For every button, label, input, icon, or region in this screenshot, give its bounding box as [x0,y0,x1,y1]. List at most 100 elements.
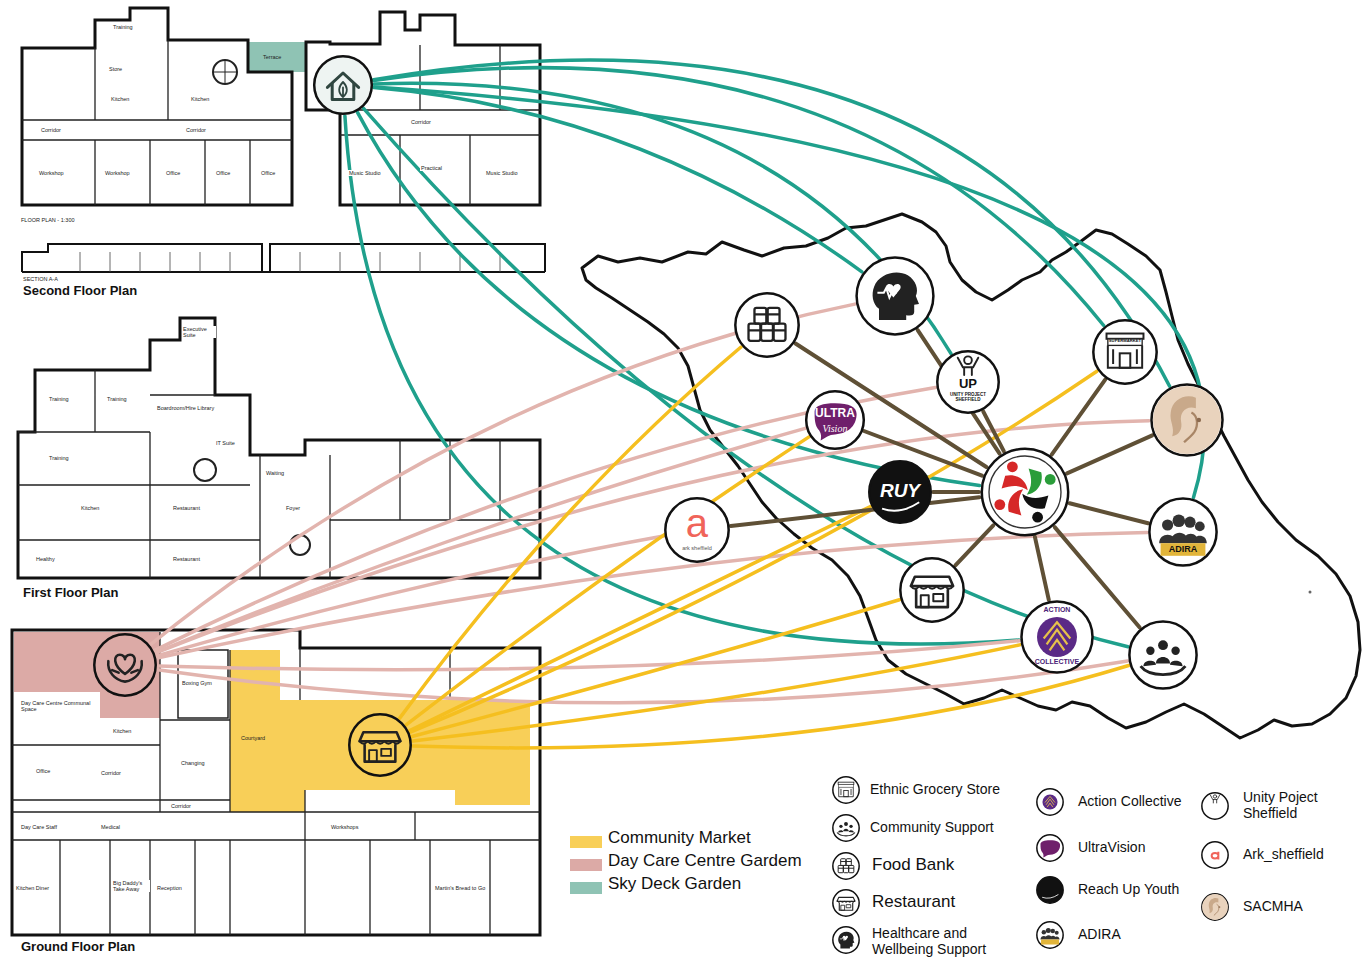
node-circle-part [665,498,728,561]
node-text: RUY [874,481,925,501]
node-circle-part-part [1143,657,1182,666]
legend-text: Unity Poject Sheffield [1243,789,1343,821]
room-label: Workshop [104,170,131,176]
spiral-stair [194,459,216,481]
node-circle-part [882,502,919,511]
node-circle-part-part [1008,489,1023,515]
day-care-garden-node [93,633,157,697]
legend-icon-part [1037,789,1063,815]
room-label: Courtyard [240,735,266,741]
spiral-stair [213,60,237,84]
node-circle-part-part [381,749,391,756]
room-label: SECTION A-A [22,276,59,282]
node-circle-part [911,577,953,607]
legend-icon-part-part [843,865,848,872]
room-label: Office [260,170,276,176]
legend-icon-part [837,897,855,910]
first-floor-plan [18,318,540,578]
legend-icon-part [1211,795,1220,803]
legend-icon-part [1037,877,1063,903]
node-text: ULTRA [813,407,856,420]
node-circle-part [994,489,1023,515]
interior-walls [22,40,540,205]
node-circle-part [108,655,142,682]
node-text: ADIRA [1162,545,1204,554]
room-label: Training [48,455,70,461]
room-label: Kitchen [110,96,130,102]
legend-icon-part-part [839,825,842,828]
room-label: Practical [420,165,443,171]
room-label: Kitchen [80,505,100,511]
room-label: Store [108,66,123,72]
connector-line [374,88,862,272]
node-circle-part [1141,666,1186,674]
room-label: Workshop [38,170,65,176]
ark-sheffield-node: aark sheffield [664,497,730,563]
node-circle-part [1161,543,1206,556]
legend-icon-part-part [837,897,855,901]
connector-line [413,645,1020,741]
node-circle-part [1108,345,1142,367]
connector-line [918,330,1000,454]
node-circle-part [937,351,998,412]
legend-swatch [570,882,602,894]
connector-line [157,533,1147,658]
unity-project-node: UPUNITY PROJECT SHEFFIELD [936,350,1000,414]
legend-icon [1201,893,1229,921]
node-circle-part-part [360,732,401,741]
node-circle-part [1002,461,1028,490]
connector-line [983,411,1004,451]
legend-icon-part [1045,796,1055,807]
room-label: Music Studio [348,170,382,176]
sky-deck-node [313,55,373,115]
node-circle-part-part [1045,474,1056,485]
node-circle-part-part [768,308,780,324]
node-circle-part [806,391,864,449]
node-circle [899,557,965,623]
legend-icon-part [1209,898,1219,913]
connector-line [1035,537,1049,600]
legend-icon-part-part [1211,795,1220,803]
room-label: Training [48,396,70,402]
boxing-gym-room [178,650,228,718]
legend-icon-part [838,822,854,832]
room-label: Corridor [170,803,192,809]
room-label: Restaurant [172,556,201,562]
node-circle-part [1108,339,1142,346]
room-label: Corridor [40,127,62,133]
building-outline [12,630,540,935]
node-circle-part-part [1007,461,1018,472]
room-label: Terrace [262,54,282,60]
room-label: Training [112,24,134,30]
legend-text: Community Market [608,828,751,848]
adira-node: ADIRA [1148,497,1218,567]
legend-icon-part-part [844,822,848,826]
node-circle-part [1120,353,1131,368]
node-circle-part-part [958,358,978,375]
section-strip [22,244,545,272]
room-label: Kitchen [112,728,132,734]
node-circle-part [1149,498,1216,565]
node-circle-part [1037,617,1077,657]
legend-text: Healthcare and Wellbeing Support [872,925,1007,957]
connector-line [412,600,900,737]
node-circle-part [1170,396,1195,436]
node-circle [348,713,412,777]
legend-text: SACMHA [1243,898,1303,914]
legend-icon-part [1202,894,1228,920]
legend-icon-part [1219,906,1221,908]
room-label: Boardroom/Hire Library [156,405,215,411]
second-floor-plan [22,8,545,272]
node-circle [805,390,865,450]
legend-icon [1201,841,1229,869]
map-dot [1309,591,1312,594]
legend-icon-part-part [839,903,852,910]
node-circle [734,292,800,358]
node-circle-part [349,714,410,775]
node-circle-part-part [911,586,953,589]
connector-line [1067,435,1152,473]
connector-line [374,60,1170,386]
legend-icon-part [833,815,859,841]
room-label: Corridor [185,127,207,133]
